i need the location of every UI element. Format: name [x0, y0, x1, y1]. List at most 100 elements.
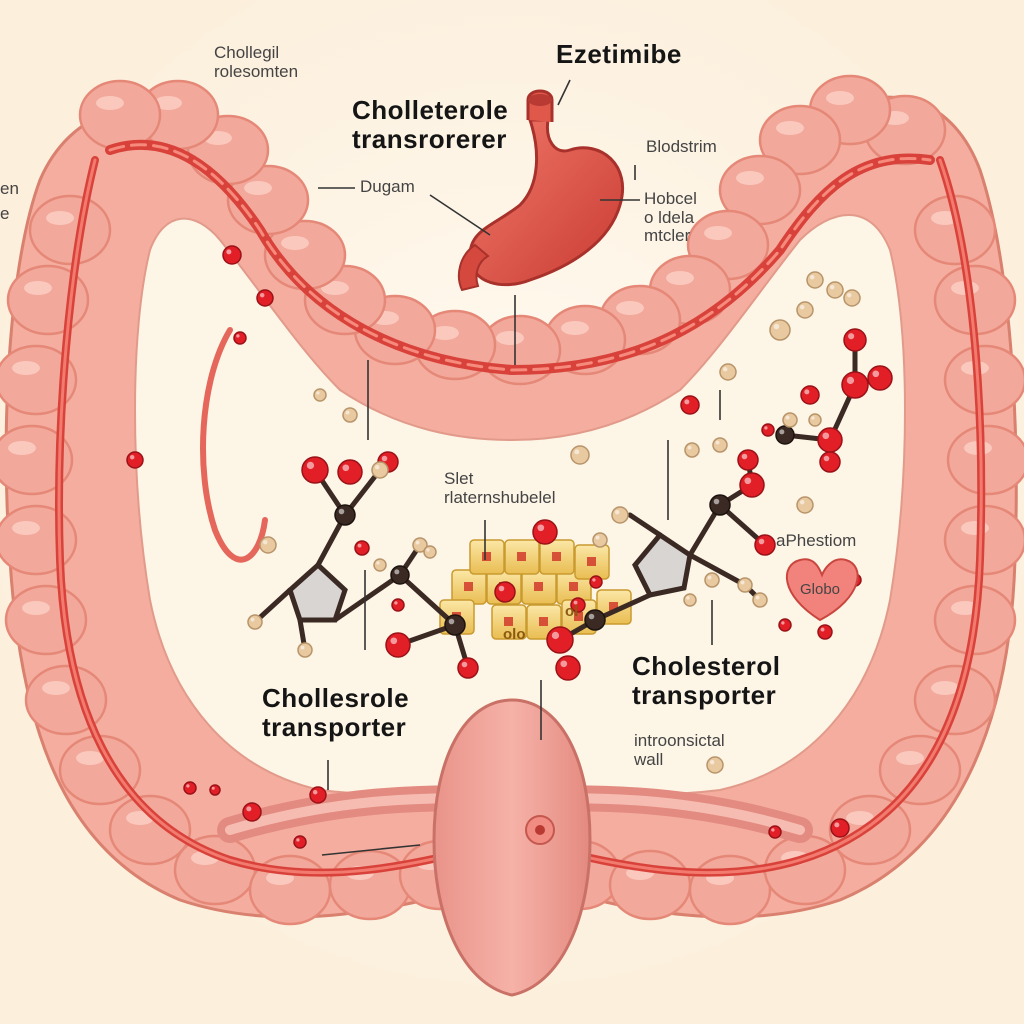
- oxygen-atom: [739, 472, 765, 498]
- atom-highlight: [595, 535, 600, 540]
- hydrogen-atom: [719, 363, 737, 381]
- heart-globo: [785, 558, 859, 622]
- atom-highlight: [713, 498, 720, 505]
- carbon-atom: [390, 565, 410, 585]
- atom-highlight: [296, 838, 300, 842]
- intestine-segment: [758, 104, 842, 176]
- label-globo: Globo: [800, 581, 841, 598]
- label-transporter-top: Cholleterole transrorerer: [352, 95, 509, 154]
- atom-highlight: [804, 389, 810, 395]
- segment-highlight: [24, 281, 52, 295]
- hydrogen-atom: [313, 388, 327, 402]
- molecular-rings: [287, 531, 693, 623]
- cube-spot: [587, 557, 596, 566]
- segment-highlight: [616, 301, 644, 315]
- oxygen-atom: [830, 818, 850, 838]
- pointer-lines: [318, 79, 721, 856]
- cube-spot: [574, 612, 583, 621]
- intestine-segment: [0, 504, 78, 576]
- vessel-left-highlight: [57, 158, 514, 875]
- carbon-atom: [775, 425, 795, 445]
- segment-highlight: [776, 121, 804, 135]
- oxygen-atom: [209, 784, 221, 796]
- segment-highlight: [12, 361, 40, 375]
- atom-highlight: [764, 426, 768, 430]
- segment-highlight: [496, 331, 524, 345]
- hydrogen-atom: [683, 593, 697, 607]
- central-organ: [217, 698, 813, 997]
- blood-vessels: [55, 139, 986, 877]
- atom-highlight: [338, 508, 345, 515]
- oxygen-atom: [817, 427, 843, 453]
- oxygen-atom: [233, 331, 247, 345]
- label-cube-2: ol: [565, 603, 579, 620]
- oxygen-atom: [819, 451, 841, 473]
- oxygen-atom: [768, 825, 782, 839]
- atom-highlight: [684, 399, 690, 405]
- oxygen-atom: [546, 626, 574, 654]
- oxygen-atom: [222, 245, 242, 265]
- molecules: [126, 245, 893, 849]
- label-intestinal-wall: introonsictal wall: [634, 731, 725, 769]
- atom-highlight: [300, 645, 305, 650]
- segment-highlight: [704, 226, 732, 240]
- oxygen-atom: [256, 289, 274, 307]
- intestine-segment: [943, 344, 1024, 416]
- atom-highlight: [342, 464, 350, 472]
- oxygen-atom: [391, 598, 405, 612]
- hydrogen-atom: [592, 532, 608, 548]
- hydrogen-atom: [782, 412, 798, 428]
- atom-highlight: [262, 539, 268, 545]
- bulb-opening-core: [535, 825, 545, 835]
- atom-highlight: [741, 453, 748, 460]
- oxygen-atom: [817, 624, 833, 640]
- segment-highlight: [154, 96, 182, 110]
- label-left-edge-2: e: [0, 204, 10, 223]
- atom-highlight: [758, 538, 765, 545]
- atom-highlight: [259, 292, 265, 298]
- segment-highlight: [931, 681, 959, 695]
- segment-highlight: [46, 211, 74, 225]
- molecule-bond: [332, 572, 403, 623]
- atom-highlight: [846, 376, 855, 385]
- cube-spot: [482, 552, 491, 561]
- hydrogen-atom: [769, 319, 791, 341]
- oxygen-atom: [183, 781, 197, 795]
- atom-highlight: [129, 454, 135, 460]
- vessel-right-highlight: [510, 158, 983, 875]
- atom-highlight: [829, 284, 835, 290]
- intestine-segment: [78, 79, 162, 151]
- hydrogen-atom: [570, 445, 590, 465]
- stomach-outlet: [457, 243, 490, 292]
- intestine-inner-lumen: [134, 214, 906, 796]
- hydrogen-atom: [712, 437, 728, 453]
- oxygen-atom: [680, 395, 700, 415]
- atom-highlight: [820, 627, 825, 632]
- atom-highlight: [707, 575, 712, 580]
- oxygen-atom: [354, 540, 370, 556]
- cube-spot: [552, 552, 561, 561]
- atom-highlight: [250, 617, 255, 622]
- intestine-segment: [4, 584, 88, 656]
- atom-highlight: [551, 631, 560, 640]
- atom-highlight: [415, 540, 420, 545]
- atom-highlight: [312, 789, 318, 795]
- atom-highlight: [448, 618, 455, 625]
- segment-highlight: [42, 681, 70, 695]
- oxygen-atom: [293, 835, 307, 849]
- oxygen-atom: [589, 575, 603, 589]
- molecule-bond: [627, 512, 663, 538]
- atom-highlight: [390, 637, 398, 645]
- stomach-body: [468, 118, 624, 287]
- ring-left: [287, 561, 348, 623]
- hydrogen-atom: [259, 536, 277, 554]
- atom-highlight: [799, 499, 805, 505]
- atom-highlight: [394, 569, 400, 575]
- atom-highlight: [573, 600, 578, 605]
- hydrogen-atom: [342, 407, 358, 423]
- atom-highlight: [588, 613, 595, 620]
- intestine-segment: [946, 424, 1024, 496]
- segment-highlight: [431, 326, 459, 340]
- hydrogen-atom: [796, 301, 814, 319]
